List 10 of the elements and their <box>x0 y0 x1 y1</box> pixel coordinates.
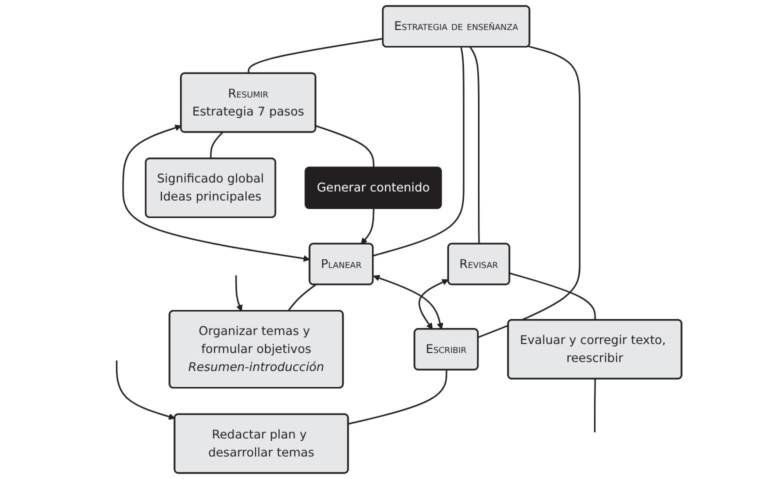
process-box: Estrategia de enseñanza <box>382 5 530 48</box>
process-box: Redactar plan y desarrollar temas <box>174 413 349 474</box>
process-box: Significado global Ideas principales <box>145 158 276 218</box>
process-box: Organizar temas y formular objetivos Resumen-introducción <box>168 310 344 388</box>
process-box: Revisar <box>448 242 510 286</box>
process-box: Planear <box>309 242 374 286</box>
process-box: Escribir <box>414 328 479 370</box>
process-box: Resumir Estrategia 7 pasos <box>180 72 316 133</box>
highlight-box: Generar contenido <box>304 166 442 209</box>
process-box: Evaluar y corregir texto, reescribir <box>508 319 682 380</box>
